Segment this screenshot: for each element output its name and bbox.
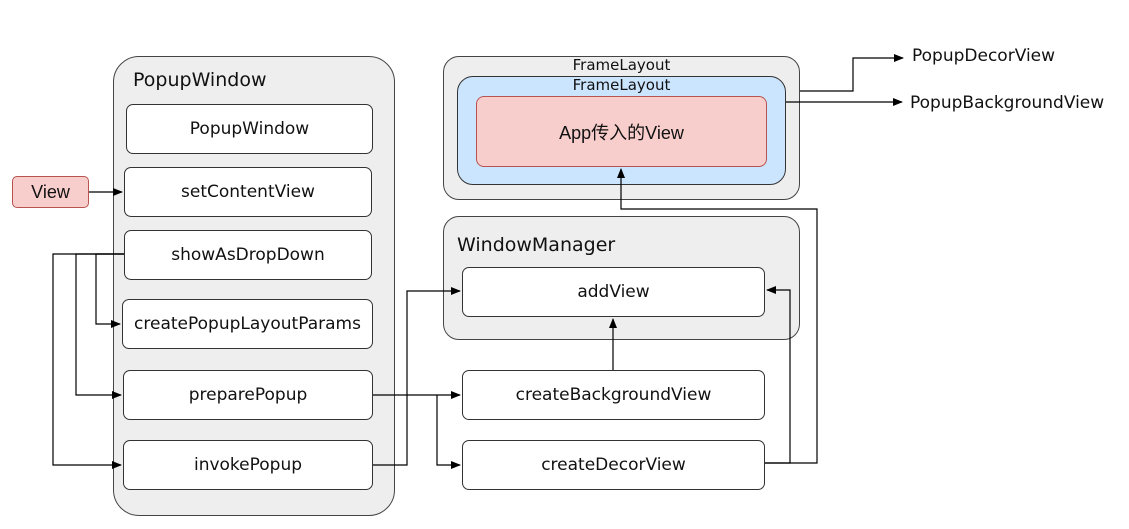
invoke-popup-box: invokePopup xyxy=(123,440,373,490)
arrow-show-to-create-params xyxy=(95,253,124,328)
arrow-frame-outer-to-decor-label xyxy=(800,54,904,92)
arrow-prepare-to-create-decor xyxy=(436,395,461,469)
window-manager-title: WindowManager xyxy=(457,234,616,256)
popupwindow-box: PopupWindow xyxy=(126,104,373,154)
prepare-popup-box: preparePopup xyxy=(123,370,373,420)
frame-layout-inner-title: FrameLayout xyxy=(572,76,671,94)
frame-layout-outer-title: FrameLayout xyxy=(572,56,671,74)
set-content-view-box: setContentView xyxy=(124,167,372,217)
popup-decor-view-label: PopupDecorView xyxy=(912,46,1056,66)
popupwindow-container-title: PopupWindow xyxy=(133,69,267,91)
arrow-show-to-invoke-popup xyxy=(52,253,124,469)
app-view-box: App传入的View xyxy=(476,96,767,167)
show-as-drop-down-box: showAsDropDown xyxy=(124,230,372,280)
arrow-create-decor-to-app-view xyxy=(617,168,818,464)
create-background-view-box: createBackgroundView xyxy=(462,370,765,420)
view-input-box: View xyxy=(12,176,89,208)
create-decor-view-box: createDecorView xyxy=(462,440,765,490)
create-popup-layout-params-box: createPopupLayoutParams xyxy=(122,299,373,349)
add-view-box: addView xyxy=(462,267,765,317)
arrow-create-decor-to-add-view xyxy=(765,286,791,464)
popup-background-view-label: PopupBackgroundView xyxy=(910,93,1105,113)
arrow-invoke-to-add-view xyxy=(373,287,461,466)
